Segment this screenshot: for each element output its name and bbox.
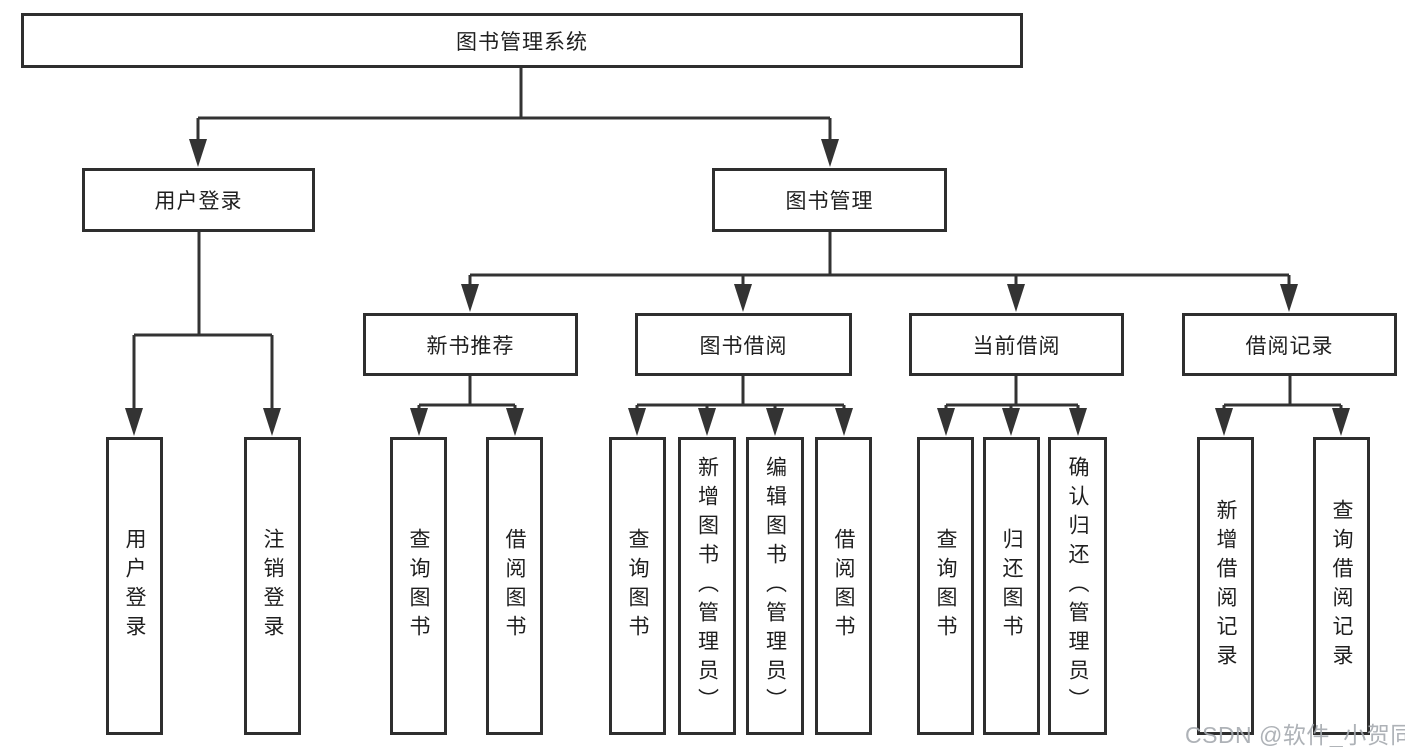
connector-paths (132, 66, 1343, 412)
leaf-borrow-books-recommend-label: 借阅图书 (503, 528, 526, 644)
arrow-down-icon (1332, 408, 1350, 436)
leaf-add-borrow-record-label: 新增借阅记录 (1214, 499, 1237, 673)
leaf-query-books-borrow: 查询图书 (609, 437, 666, 735)
leaf-query-books-recommend: 查询图书 (390, 437, 447, 735)
node-root-system: 图书管理系统 (21, 13, 1023, 68)
leaf-confirm-return-admin-label: 确认归还（管理员） (1066, 455, 1089, 717)
node-book-borrow-label: 图书借阅 (699, 334, 788, 358)
node-root-label: 图书管理系统 (456, 30, 588, 54)
leaf-user-login: 用户登录 (106, 437, 163, 735)
watermark-text: CSDN @软件_小贺同学 (1185, 722, 1405, 747)
leaf-query-borrow-record: 查询借阅记录 (1313, 437, 1370, 735)
leaf-query-books-recommend-label: 查询图书 (407, 528, 430, 644)
leaf-query-books-current: 查询图书 (917, 437, 974, 735)
arrow-down-icon (1069, 408, 1087, 436)
leaf-logout-label: 注销登录 (261, 528, 284, 644)
leaf-query-borrow-record-label: 查询借阅记录 (1330, 499, 1353, 673)
leaf-logout: 注销登录 (244, 437, 301, 735)
connector-userlogin-to-leaves (132, 230, 274, 412)
arrow-down-icon (1215, 408, 1233, 436)
arrow-down-icon (1002, 408, 1020, 436)
connector-arrowheads (125, 139, 1350, 436)
arrow-down-icon (698, 408, 716, 436)
leaf-confirm-return-admin: 确认归还（管理员） (1048, 437, 1107, 735)
leaf-edit-books-admin-label: 编辑图书（管理员） (763, 455, 787, 717)
node-book-management: 图书管理 (712, 168, 947, 232)
arrow-down-icon (1007, 284, 1025, 312)
arrow-down-icon (506, 408, 524, 436)
leaf-query-books-borrow-label: 查询图书 (626, 528, 649, 644)
connector-bookmgmt-to-level3 (468, 231, 1291, 288)
arrow-down-icon (461, 284, 479, 312)
leaf-borrow-books: 借阅图书 (815, 437, 872, 735)
leaf-user-login-label: 用户登录 (123, 528, 146, 644)
connector-bookborrow-to-leaves (635, 374, 846, 412)
arrow-down-icon (410, 408, 428, 436)
leaf-return-books: 归还图书 (983, 437, 1040, 735)
leaf-borrow-books-recommend: 借阅图书 (486, 437, 543, 735)
node-user-login-label: 用户登录 (154, 190, 243, 213)
leaf-query-books-current-label: 查询图书 (934, 528, 957, 644)
node-borrow-records: 借阅记录 (1182, 313, 1397, 376)
node-new-book-recommend: 新书推荐 (363, 313, 578, 376)
connector-currentborrow-to-leaves (944, 374, 1080, 412)
arrow-down-icon (734, 284, 752, 312)
node-borrow-records-label: 借阅记录 (1245, 334, 1334, 358)
node-current-borrow-label: 当前借阅 (972, 334, 1061, 358)
leaf-borrow-books-label: 借阅图书 (832, 528, 855, 644)
arrow-down-icon (189, 139, 207, 167)
leaf-edit-books-admin: 编辑图书（管理员） (746, 437, 804, 735)
arrow-down-icon (628, 408, 646, 436)
arrow-down-icon (766, 408, 784, 436)
leaf-return-books-label: 归还图书 (1000, 528, 1023, 644)
connector-root-to-level2 (196, 66, 832, 142)
node-book-borrow: 图书借阅 (635, 313, 852, 376)
arrow-down-icon (835, 408, 853, 436)
node-book-management-label: 图书管理 (785, 190, 874, 213)
connector-newbook-to-leaves (417, 374, 517, 412)
arrow-down-icon (125, 408, 143, 436)
connector-records-to-leaves (1222, 374, 1343, 412)
node-new-book-recommend-label: 新书推荐 (426, 334, 515, 358)
arrow-down-icon (263, 408, 281, 436)
leaf-add-books-admin: 新增图书（管理员） (678, 437, 736, 735)
leaf-add-borrow-record: 新增借阅记录 (1197, 437, 1254, 735)
node-user-login: 用户登录 (82, 168, 315, 232)
arrow-down-icon (1280, 284, 1298, 312)
arrow-down-icon (937, 408, 955, 436)
leaf-add-books-admin-label: 新增图书（管理员） (695, 455, 719, 717)
node-current-borrow: 当前借阅 (909, 313, 1124, 376)
arrow-down-icon (821, 139, 839, 167)
